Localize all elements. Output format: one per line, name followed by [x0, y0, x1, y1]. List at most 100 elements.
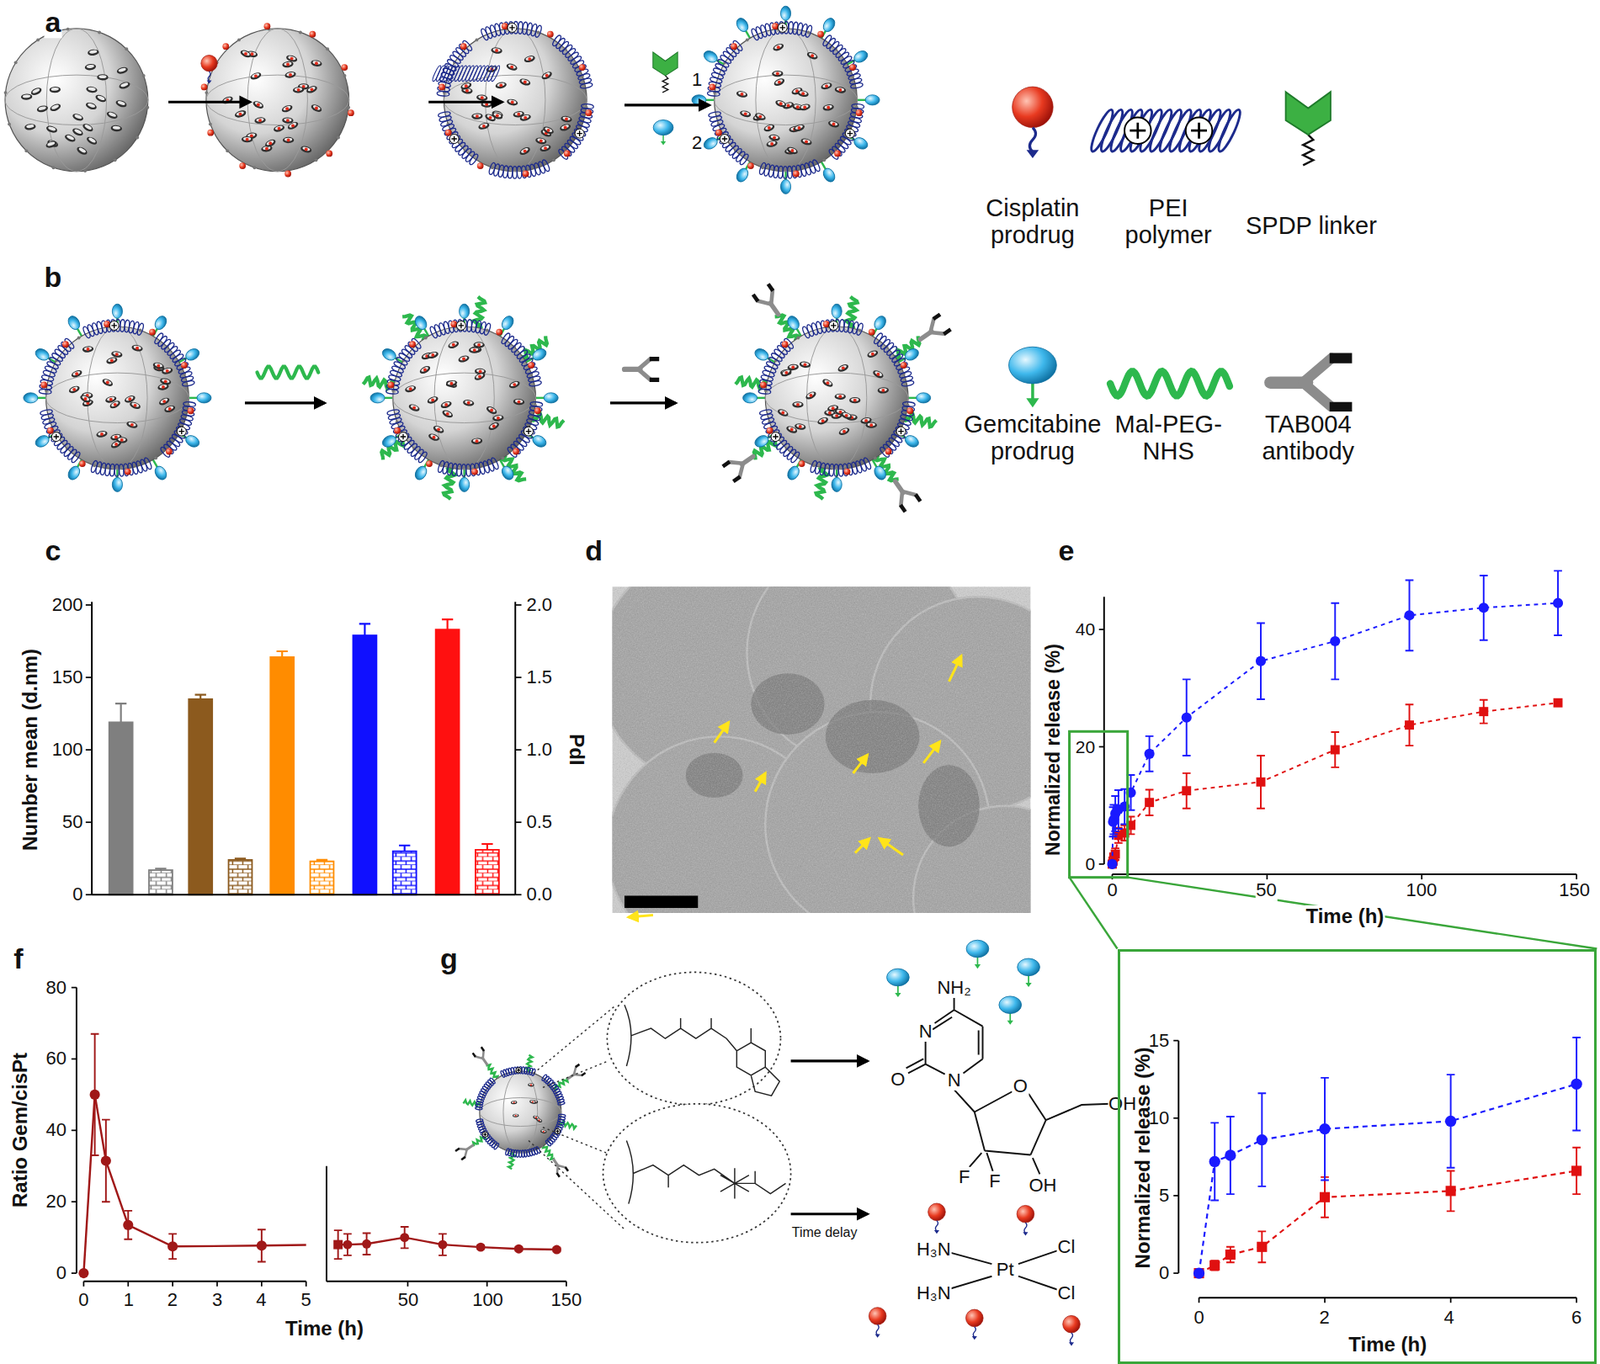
- tick-label: 10: [1148, 1108, 1170, 1129]
- rim-pore: [52, 165, 56, 170]
- tick-mark: [1173, 1195, 1179, 1197]
- rim-pore: [474, 37, 479, 42]
- drug-dot: [430, 353, 435, 357]
- pore-highlight: [428, 396, 437, 403]
- tick-label: 200: [51, 595, 85, 616]
- pore: [94, 93, 107, 104]
- data-marker: [78, 1268, 89, 1279]
- charge-plus: [722, 136, 729, 143]
- drug-dot: [436, 427, 441, 431]
- drug-dot: [510, 100, 515, 105]
- pore-highlight: [428, 351, 437, 358]
- pei-coil-loop: [534, 25, 543, 38]
- pore: [75, 145, 89, 157]
- pei-coil-loop: [573, 127, 586, 138]
- atom-label: H₃N: [915, 1283, 952, 1304]
- pei-coil-loop: [429, 325, 439, 339]
- nanoparticle: [722, 283, 952, 512]
- antibody-arms: [757, 290, 779, 310]
- pore: [518, 77, 532, 87]
- cisplatin-on-surface: [547, 31, 554, 38]
- gem-ball: [196, 393, 212, 404]
- coil-loop: [442, 64, 454, 82]
- antibody-tips: [933, 314, 952, 335]
- drug-dot: [539, 139, 543, 144]
- tick-label: 80: [45, 978, 68, 999]
- coil-loop: [1215, 107, 1244, 154]
- pore: [560, 115, 573, 123]
- gem-ball: [33, 346, 52, 363]
- drug-dot: [834, 414, 839, 418]
- icon-ball: [201, 54, 218, 71]
- drug-dot: [475, 439, 479, 443]
- cisplatin-on-surface: [325, 150, 333, 158]
- pei-coil-loop: [750, 27, 761, 41]
- drug-dot: [254, 74, 258, 78]
- pore: [505, 97, 519, 107]
- atom-label: F: [988, 1171, 1001, 1192]
- drug-dot: [803, 362, 808, 367]
- antibody: [549, 1157, 569, 1178]
- tick-label: 4: [255, 1290, 267, 1311]
- pore-highlight: [47, 126, 57, 132]
- tick-label: 2.0: [525, 595, 553, 616]
- particle-body: [5, 28, 149, 172]
- pei-coil-loop: [39, 409, 53, 416]
- charge-symbol: [456, 320, 466, 330]
- data-line: [1111, 603, 1558, 865]
- pore-highlight: [874, 370, 883, 378]
- gem-ball: [785, 313, 802, 332]
- pei-coil-loop: [475, 1118, 484, 1123]
- charge-symbol: [482, 1132, 488, 1138]
- pore-highlight: [796, 424, 805, 429]
- gem-ball: [903, 433, 921, 450]
- pore: [159, 377, 172, 386]
- zoom-inset-box: Normalized release (%)1510500246Time (h): [1117, 949, 1598, 1364]
- tick-label: 150: [1557, 880, 1591, 901]
- pei-coil-loop: [489, 1077, 496, 1085]
- pore-highlight: [51, 104, 60, 111]
- tick-mark: [71, 1058, 77, 1061]
- gemcitabine-on-surface: [370, 393, 394, 404]
- pore: [281, 116, 294, 124]
- pointer-arrow: [949, 656, 963, 682]
- antibody-tips: [722, 462, 741, 483]
- cisplatin-on-surface: [222, 42, 229, 50]
- tick-label: 100: [51, 739, 85, 761]
- pore: [490, 47, 503, 55]
- antibody: [753, 283, 787, 319]
- pei-coil-loop: [482, 1132, 490, 1138]
- error-bar: [1330, 732, 1340, 768]
- pore-highlight: [74, 113, 83, 120]
- gem-ball: [691, 95, 707, 106]
- gemcitabine-on-surface: [187, 393, 212, 404]
- gem-ball: [831, 477, 842, 492]
- peg-chain-line: [845, 297, 859, 331]
- axis-title: PdI: [565, 733, 588, 766]
- drug-dot: [821, 419, 825, 423]
- drug-dot: [563, 126, 568, 130]
- pore: [523, 54, 537, 64]
- charge-plus: [830, 323, 837, 330]
- tick-label: 50: [61, 812, 84, 833]
- tick-mark: [1450, 1297, 1452, 1303]
- pei-coil-loop: [387, 409, 400, 416]
- tick-mark: [71, 987, 77, 989]
- pore: [780, 367, 793, 379]
- peg-chain: [868, 449, 920, 512]
- pore-highlight: [839, 427, 849, 434]
- gem-ball: [916, 393, 931, 404]
- drug-dot: [838, 88, 842, 92]
- drug-dot: [285, 106, 289, 111]
- pore: [115, 99, 128, 109]
- gemcitabine-prodrug-icon: [966, 940, 989, 969]
- pei-coil-loop: [528, 380, 542, 388]
- drug-dot: [245, 138, 250, 142]
- tick-mark: [1099, 746, 1105, 749]
- pore: [477, 121, 490, 131]
- charge-symbol: [1124, 116, 1152, 144]
- icon-tip: [1026, 149, 1040, 159]
- tick-mark: [85, 893, 92, 896]
- gem-ball: [370, 393, 385, 404]
- gem-ball: [753, 346, 771, 363]
